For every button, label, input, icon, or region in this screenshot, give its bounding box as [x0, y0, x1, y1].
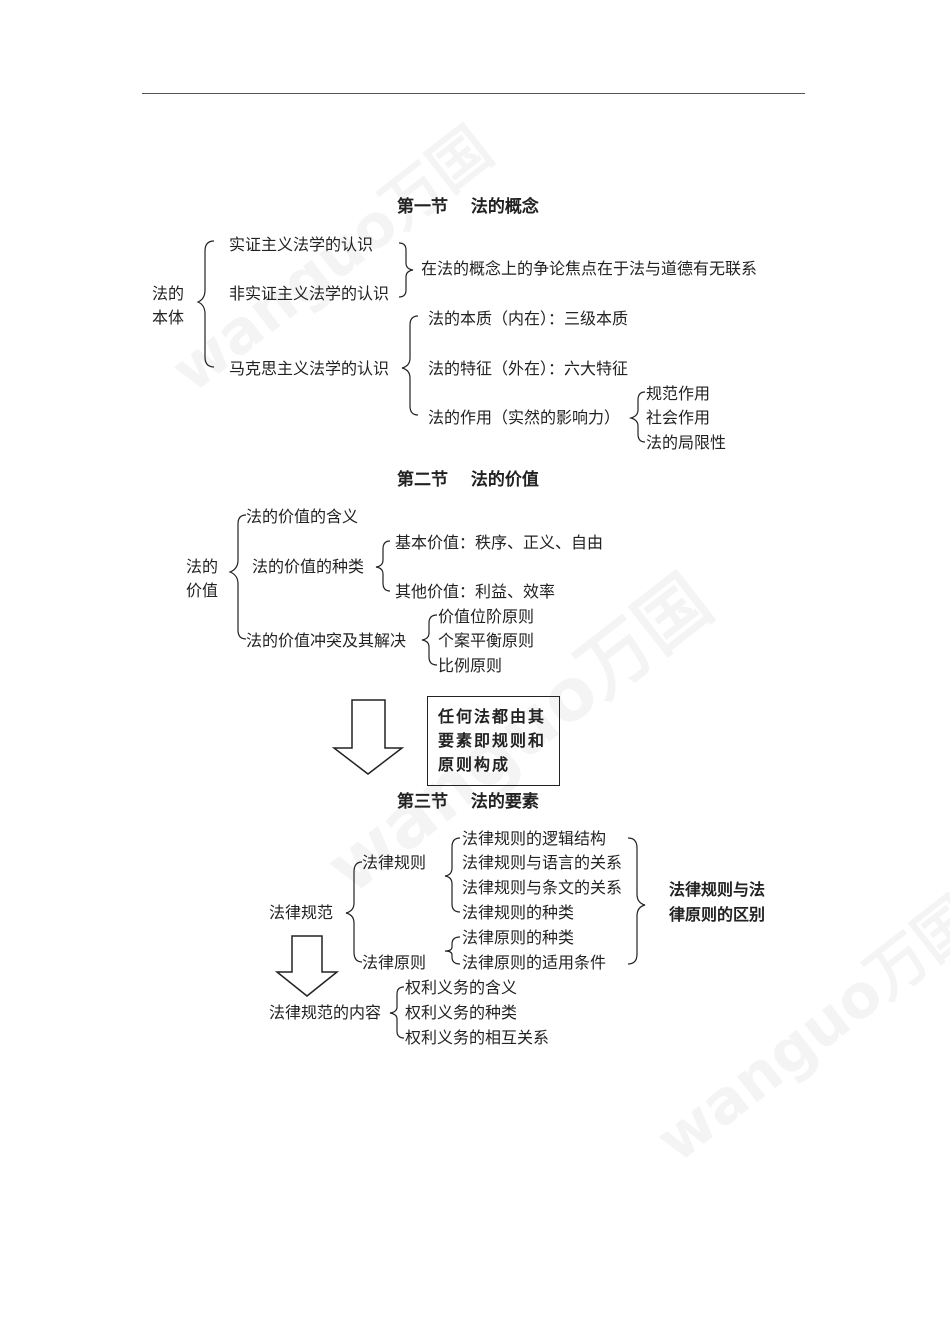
brace-s1-marxist: [401, 315, 419, 416]
s3-content-item: 权利义务的种类: [405, 1003, 518, 1022]
s1-item: 实证主义法学的认识: [229, 235, 374, 254]
note-box-line: 原则构成: [438, 755, 511, 774]
s2-item: 法的价值冲突及其解决: [246, 631, 407, 650]
s2-conflict-item: 比例原则: [438, 656, 503, 675]
s3-root-label: 法律规范: [269, 903, 334, 922]
s2-item: 法的价值的种类: [252, 557, 365, 576]
s3-rule-item: 法律规则的种类: [462, 903, 575, 922]
s1-function-item: 法的局限性: [646, 433, 727, 452]
note-box-line: 任何法都由其: [438, 707, 547, 726]
s1-function-item: 规范作用: [646, 384, 711, 403]
s1-marxist-item: 法的本质（内在）：三级本质: [428, 309, 629, 328]
s2-conflict-item: 个案平衡原则: [438, 631, 535, 650]
s1-root-label: 法的: [152, 284, 185, 303]
s3-principle-item: 法律原则的适用条件: [462, 953, 607, 972]
s3-rule-item: 法律规则与条文的关系: [462, 878, 623, 897]
section3-title: 第三节 法的要素: [397, 792, 539, 812]
s2-type-item: 其他价值：利益、效率: [395, 582, 556, 601]
s2-item: 法的价值的含义: [246, 507, 359, 526]
brace-s3-distinction: [627, 837, 646, 965]
brace-s1-dispute: [398, 242, 414, 298]
s1-item: 马克思主义法学的认识: [229, 359, 390, 378]
s1-item: 非实证主义法学的认识: [229, 284, 390, 303]
s3-rules-label: 法律规则: [362, 853, 427, 872]
section2-title: 第二节 法的价值: [397, 470, 539, 490]
brace-s1-functions: [628, 391, 646, 443]
s3-distinction-label: 法律规则与法: [669, 880, 766, 899]
s2-type-item: 基本价值：秩序、正义、自由: [395, 533, 604, 552]
arrow-down-small: [274, 935, 340, 997]
s1-root-label: 本体: [152, 308, 185, 327]
note-box: 任何法都由其 要素即规则和 原则构成: [427, 696, 560, 786]
s3-content-item: 权利义务的相互关系: [405, 1028, 550, 1047]
s1-marxist-item: 法的特征（外在）：六大特征: [428, 359, 629, 378]
brace-s1-root: [196, 240, 215, 368]
s3-distinction-label: 律原则的区别: [669, 905, 766, 924]
s3-principle-item: 法律原则的种类: [462, 928, 575, 947]
s2-conflict-item: 价值位阶原则: [438, 607, 535, 626]
s3-content-item: 权利义务的含义: [405, 978, 518, 997]
s1-dispute: 在法的概念上的争论焦点在于法与道德有无联系: [421, 259, 758, 278]
s2-root-label: 价值: [186, 581, 219, 600]
brace-s3-content: [389, 986, 405, 1039]
s3-rule-item: 法律规则与语言的关系: [462, 853, 623, 872]
brace-s3-rules: [444, 837, 461, 913]
brace-s2-types: [375, 540, 391, 592]
s2-root-label: 法的: [186, 557, 219, 576]
brace-s3-principles: [444, 936, 461, 965]
brace-s2-conflicts: [421, 614, 438, 666]
section1-title: 第一节 法的概念: [397, 197, 539, 217]
s3-content-root: 法律规范的内容: [269, 1003, 382, 1022]
brace-s2-root: [228, 514, 247, 640]
arrow-down-large: [331, 699, 405, 775]
s1-function-item: 社会作用: [646, 408, 711, 427]
s3-principles-label: 法律原则: [362, 953, 427, 972]
note-box-line: 要素即规则和: [438, 731, 547, 750]
header-rule: [142, 93, 805, 94]
s3-rule-item: 法律规则的逻辑结构: [462, 829, 607, 848]
s1-marxist-item: 法的作用（实然的影响力）: [428, 408, 621, 427]
brace-s3-norm: [345, 861, 363, 963]
